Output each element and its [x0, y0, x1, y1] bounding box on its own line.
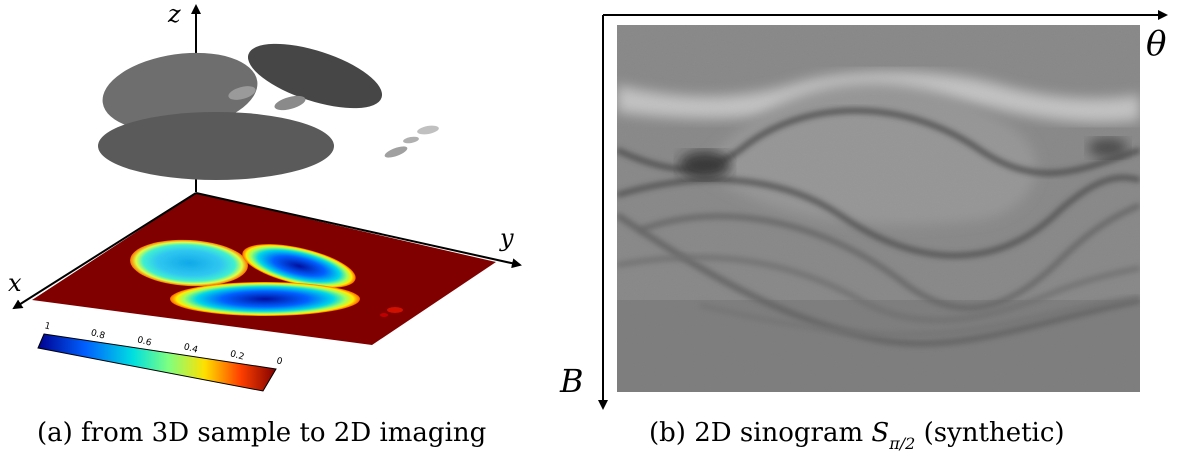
caption-b: (b) 2D sinogram Sπ/2 (synthetic)	[649, 418, 1065, 453]
ellipsoid-small-3	[417, 125, 439, 135]
colorbar-tick-label: 0.2	[229, 349, 245, 362]
ellipsoid-group	[98, 43, 439, 180]
caption-b-subscript: π/2	[889, 434, 916, 453]
panel-a: z y x 1 0.8 0.6 0.4 0.2 0	[8, 0, 522, 392]
image-ellipse-left	[130, 239, 248, 287]
ellipsoid-small-2	[274, 95, 306, 111]
caption-b-symbol: S	[871, 418, 890, 448]
ellipsoid-small-1	[228, 86, 256, 100]
image-spot-1	[387, 307, 403, 313]
x-axis-label: x	[8, 269, 22, 297]
caption-b-prefix: (b) 2D sinogram	[649, 418, 872, 448]
ellipsoid-lower	[98, 112, 334, 180]
colorbar-tick-label: 0.6	[136, 335, 153, 348]
colorbar-tick-label: 0.4	[182, 342, 199, 355]
B-axis-label: B	[559, 362, 584, 400]
z-axis-label: z	[167, 0, 181, 28]
panel-b: θ B	[559, 10, 1168, 410]
y-axis	[195, 192, 522, 269]
ellipsoid-right	[247, 43, 383, 109]
ellipsoid-left-upper	[102, 52, 258, 132]
colorbar-ticks: 1 0.8 0.6 0.4 0.2 0	[43, 321, 283, 367]
colorbar-tick-label: 0	[275, 356, 283, 367]
theta-axis-label: θ	[1146, 24, 1166, 64]
sinogram-image	[617, 25, 1140, 392]
image-spot-2	[380, 313, 388, 317]
colorbar	[37, 333, 277, 392]
ellipsoid-small-4	[403, 136, 419, 144]
colorbar-tick-label: 0.8	[90, 328, 107, 341]
colorbar-tick-label: 1	[43, 321, 51, 332]
caption-a: (a) from 3D sample to 2D imaging	[37, 418, 487, 448]
image-ellipse-right	[242, 244, 356, 288]
y-axis-label: y	[499, 224, 514, 252]
x-axis	[12, 192, 197, 310]
image-ellipse-bottom	[170, 282, 360, 316]
ellipsoid-small-5	[384, 146, 408, 158]
caption-b-suffix: (synthetic)	[915, 418, 1065, 448]
